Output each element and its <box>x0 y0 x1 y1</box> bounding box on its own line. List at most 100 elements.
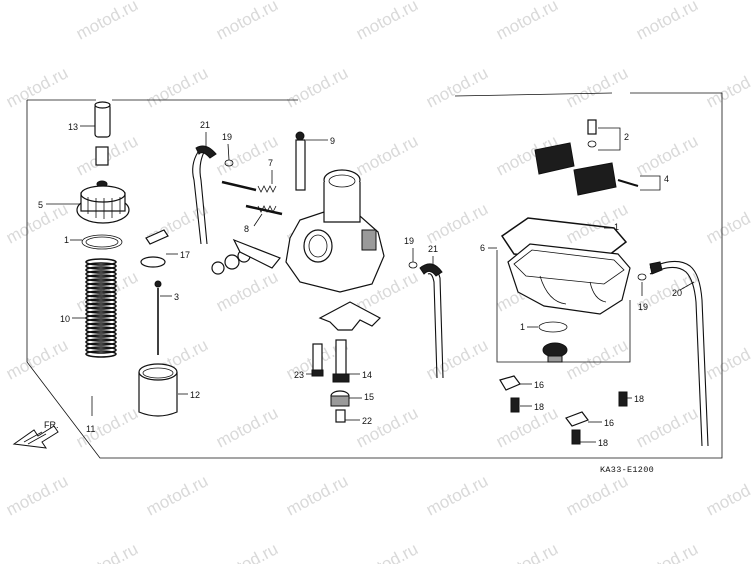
small-nut-part <box>95 146 109 166</box>
arrow-hatch-2 <box>27 433 47 445</box>
callout-label-c17: 17 <box>180 250 190 260</box>
watermark-text: motod.ru <box>493 403 561 451</box>
watermark-text: motod.ru <box>73 539 141 564</box>
bowl-gasket-part <box>500 217 628 263</box>
watermark-text: motod.ru <box>3 335 71 383</box>
callout-label-c5: 5 <box>38 200 43 210</box>
float-bowl-wall <box>539 275 607 305</box>
watermark-text: motod.ru <box>493 0 561 44</box>
spring-coil <box>85 350 117 358</box>
watermark-text: motod.ru <box>423 471 491 519</box>
front-direction-arrow <box>12 425 59 449</box>
callout-label-c1b: 1 <box>614 222 619 232</box>
needle-retainer <box>140 256 166 268</box>
watermark-text: motod.ru <box>563 335 631 383</box>
throttle-slide-inner <box>142 367 174 379</box>
o-ring-bowl <box>538 321 568 333</box>
carburetor-body-part <box>285 209 385 293</box>
needle-clip <box>154 280 162 288</box>
callout-label-c21b: 21 <box>428 244 438 254</box>
watermark-text: motod.ru <box>423 335 491 383</box>
spring-coil <box>85 342 117 350</box>
pilot-screw-part <box>221 180 257 192</box>
spring-coil <box>85 330 117 338</box>
pilot-spring-part <box>257 185 277 193</box>
spring-coil <box>85 306 117 314</box>
float-bowl-part <box>507 243 631 315</box>
callout-label-c18b: 18 <box>634 394 644 404</box>
callout-label-c18c: 18 <box>598 438 608 448</box>
watermark-text: motod.ru <box>703 63 752 111</box>
watermark-text: motod.ru <box>213 403 281 451</box>
spring-coil <box>85 322 117 330</box>
bowl-screw-right <box>618 391 628 407</box>
carb-tower-ring <box>328 174 356 188</box>
float-plate-part <box>318 301 381 331</box>
watermark-text: motod.ru <box>143 471 211 519</box>
watermark-text: motod.ru <box>213 267 281 315</box>
carb-tower <box>323 182 361 223</box>
carb-intake-port-inner <box>308 234 328 258</box>
float-bowl-rim <box>513 249 625 285</box>
spring-coil <box>85 302 117 310</box>
float-right-part <box>573 162 617 196</box>
spring-coil <box>85 274 117 282</box>
leader-line <box>640 175 661 191</box>
diagram-border <box>26 92 723 459</box>
overflow-tube-part <box>649 260 709 447</box>
choke-plunger-top <box>295 131 305 141</box>
callout-label-c2: 2 <box>624 132 629 142</box>
callout-label-c3: 3 <box>174 292 179 302</box>
bowl-clamp-right-part <box>565 411 589 427</box>
leader-lines <box>46 125 695 443</box>
o-ring-left <box>81 234 123 250</box>
callout-label-c10: 10 <box>60 314 70 324</box>
float-valve-clip <box>587 140 597 148</box>
callout-label-c19b: 19 <box>404 236 414 246</box>
spring-coil <box>85 318 117 326</box>
watermark-text: motod.ru <box>73 403 141 451</box>
callout-label-c15: 15 <box>364 392 374 402</box>
callout-label-c4: 4 <box>664 174 669 184</box>
vent-tube-left-part <box>192 151 208 245</box>
leader-line <box>227 143 230 161</box>
cap-nut-part <box>94 103 111 138</box>
idle-spring-part <box>257 205 277 213</box>
spring-coil <box>85 282 117 290</box>
spring-coil <box>85 262 117 270</box>
callout-label-c11: 11 <box>86 424 95 434</box>
callout-label-c9: 9 <box>330 136 335 146</box>
callout-label-c22: 22 <box>362 416 372 426</box>
spring-coil <box>85 294 117 302</box>
watermark-text: motod.ru <box>0 403 1 451</box>
throttle-slide-top <box>138 363 178 381</box>
callout-label-c19c: 19 <box>638 302 648 312</box>
watermark-text: motod.ru <box>703 335 752 383</box>
spring-coil <box>85 326 117 334</box>
watermark-text: motod.ru <box>73 0 141 44</box>
watermark-text: motod.ru <box>423 199 491 247</box>
washer-a <box>211 261 225 275</box>
needle-jet-part <box>335 339 347 377</box>
pilot-jet-head <box>311 369 324 377</box>
washer-b <box>224 254 240 270</box>
watermark-text: motod.ru <box>0 267 1 315</box>
callout-label-c13a: 13 <box>68 122 78 132</box>
choke-plunger-part <box>295 139 306 191</box>
spring-coil <box>85 338 117 346</box>
watermark-text: motod.ru <box>353 0 421 44</box>
callout-label-c16a: 16 <box>534 380 544 390</box>
border-top-right <box>454 92 613 97</box>
watermark-text: motod.ru <box>283 471 351 519</box>
watermark-text: motod.ru <box>703 471 752 519</box>
spring-coil <box>85 346 117 354</box>
watermark-text: motod.ru <box>353 539 421 564</box>
watermark-text: motod.ru <box>633 131 701 179</box>
callout-label-c1c: 1 <box>520 322 525 332</box>
callout-label-c19a: 19 <box>222 132 232 142</box>
diagram-code: KA33-E1200 <box>600 465 654 475</box>
watermark-text: motod.ru <box>143 63 211 111</box>
watermark-text: motod.ru <box>493 539 561 564</box>
vent-tube-center-elbow <box>419 263 443 277</box>
